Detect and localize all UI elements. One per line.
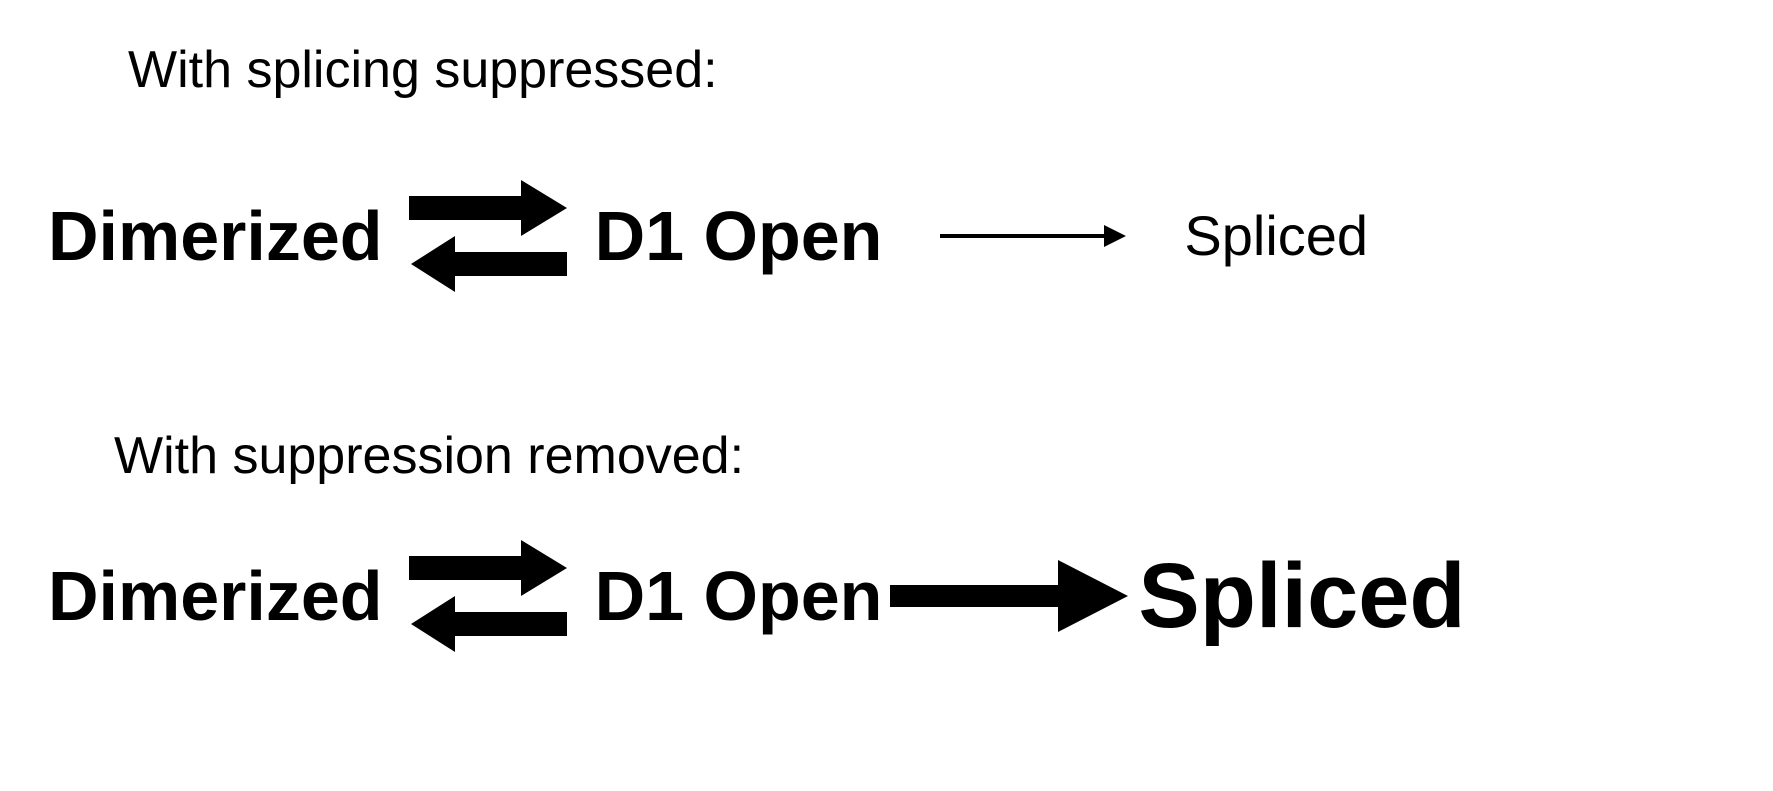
equilibrium-double-arrow-icon [408, 538, 569, 654]
species-dimerized-bottom: Dimerized [48, 557, 383, 635]
species-d1-open-top: D1 Open [594, 197, 883, 275]
thick-right-arrow-icon [890, 558, 1130, 634]
reaction-row-suppression-removed: Dimerized D1 Open Spliced [48, 538, 1466, 654]
species-spliced-bottom: Spliced [1138, 545, 1466, 647]
reaction-row-splicing-suppressed: Dimerized D1 Open Spliced [48, 178, 1368, 294]
thin-right-arrow-icon [938, 216, 1128, 256]
species-spliced-top: Spliced [1184, 204, 1369, 267]
equilibrium-double-arrow-icon [408, 178, 569, 294]
species-d1-open-bottom: D1 Open [594, 557, 883, 635]
species-dimerized-top: Dimerized [48, 197, 383, 275]
caption-suppression-removed: With suppression removed: [114, 427, 745, 485]
caption-splicing-suppressed: With splicing suppressed: [128, 41, 718, 99]
